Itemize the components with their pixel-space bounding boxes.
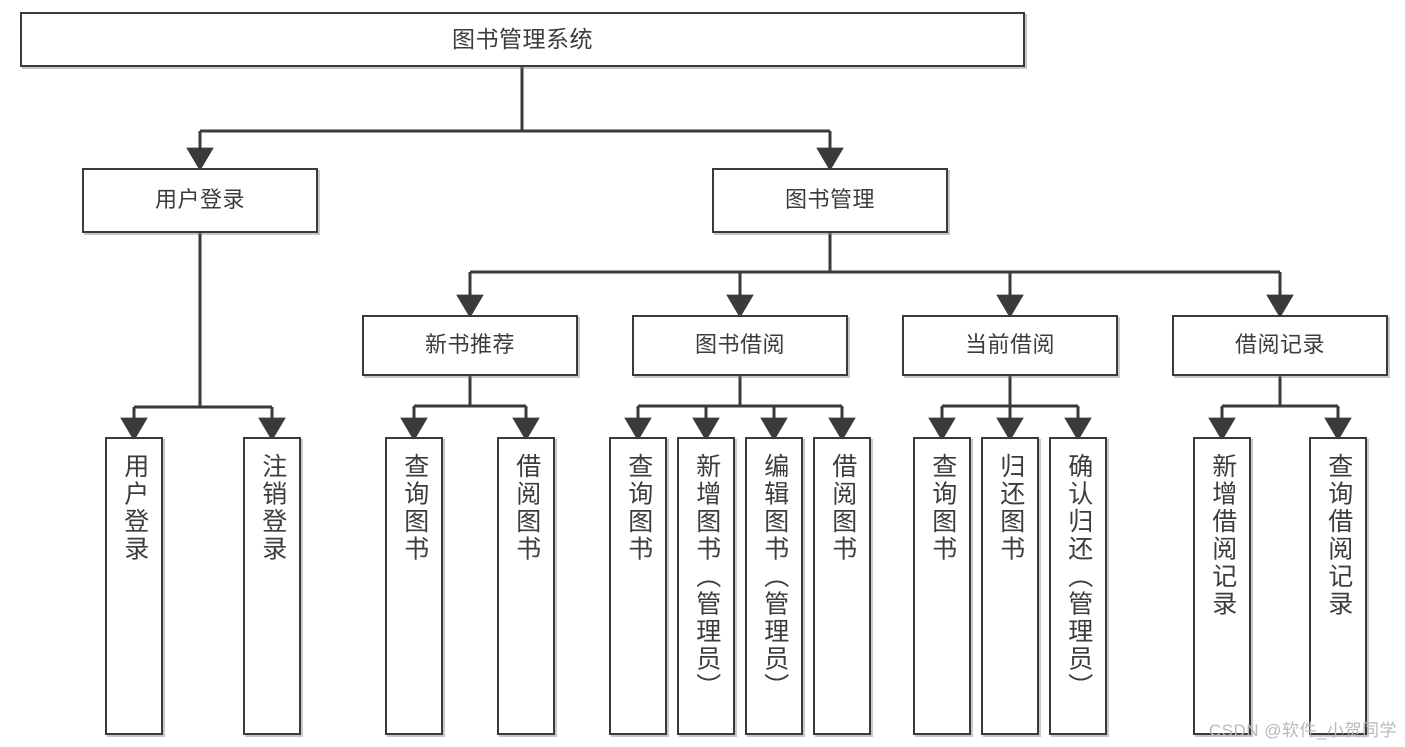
node-label: 借阅图书 (828, 453, 857, 563)
node-label: 新增图书（管理员） (692, 453, 721, 701)
node-leaf-query-book-current[interactable]: 查询图书 (913, 437, 971, 735)
node-leaf-borrow-book-recommend[interactable]: 借阅图书 (497, 437, 555, 735)
node-new-book-recommend[interactable]: 新书推荐 (362, 315, 578, 376)
node-label: 用户登录 (154, 187, 245, 213)
node-label: 查询借阅记录 (1324, 453, 1353, 618)
node-user-login[interactable]: 用户登录 (82, 168, 318, 233)
node-borrow-records[interactable]: 借阅记录 (1172, 315, 1388, 376)
node-label: 新书推荐 (424, 332, 515, 358)
node-leaf-borrow-book[interactable]: 借阅图书 (813, 437, 871, 735)
node-label: 用户登录 (120, 453, 149, 563)
node-leaf-add-borrow-record[interactable]: 新增借阅记录 (1193, 437, 1251, 735)
node-book-borrow[interactable]: 图书借阅 (632, 315, 848, 376)
node-label: 借阅记录 (1234, 332, 1325, 358)
node-leaf-logout[interactable]: 注销登录 (243, 437, 301, 735)
node-label: 图书管理系统 (452, 25, 593, 52)
node-label: 图书管理 (784, 187, 875, 213)
node-label: 查询图书 (928, 453, 957, 563)
node-leaf-confirm-return-admin[interactable]: 确认归还（管理员） (1049, 437, 1107, 735)
node-leaf-edit-book-admin[interactable]: 编辑图书（管理员） (745, 437, 803, 735)
node-label: 新增借阅记录 (1208, 453, 1237, 618)
node-leaf-user-login[interactable]: 用户登录 (105, 437, 163, 735)
node-leaf-query-book-borrow[interactable]: 查询图书 (609, 437, 667, 735)
node-label: 确认归还（管理员） (1064, 453, 1093, 701)
node-label: 借阅图书 (512, 453, 541, 563)
node-leaf-return-book[interactable]: 归还图书 (981, 437, 1039, 735)
watermark-text: CSDN @软件_小贺同学 (1208, 721, 1397, 740)
node-leaf-add-book-admin[interactable]: 新增图书（管理员） (677, 437, 735, 735)
node-root-system[interactable]: 图书管理系统 (20, 12, 1025, 67)
node-label: 查询图书 (400, 453, 429, 563)
node-label: 图书借阅 (694, 332, 785, 358)
node-label: 归还图书 (996, 453, 1025, 563)
node-leaf-query-book-recommend[interactable]: 查询图书 (385, 437, 443, 735)
node-label: 编辑图书（管理员） (760, 453, 789, 701)
node-book-management[interactable]: 图书管理 (712, 168, 948, 233)
node-label: 注销登录 (258, 453, 287, 563)
node-current-borrow[interactable]: 当前借阅 (902, 315, 1118, 376)
node-label: 当前借阅 (964, 332, 1055, 358)
node-label: 查询图书 (624, 453, 653, 563)
node-leaf-query-borrow-record[interactable]: 查询借阅记录 (1309, 437, 1367, 735)
